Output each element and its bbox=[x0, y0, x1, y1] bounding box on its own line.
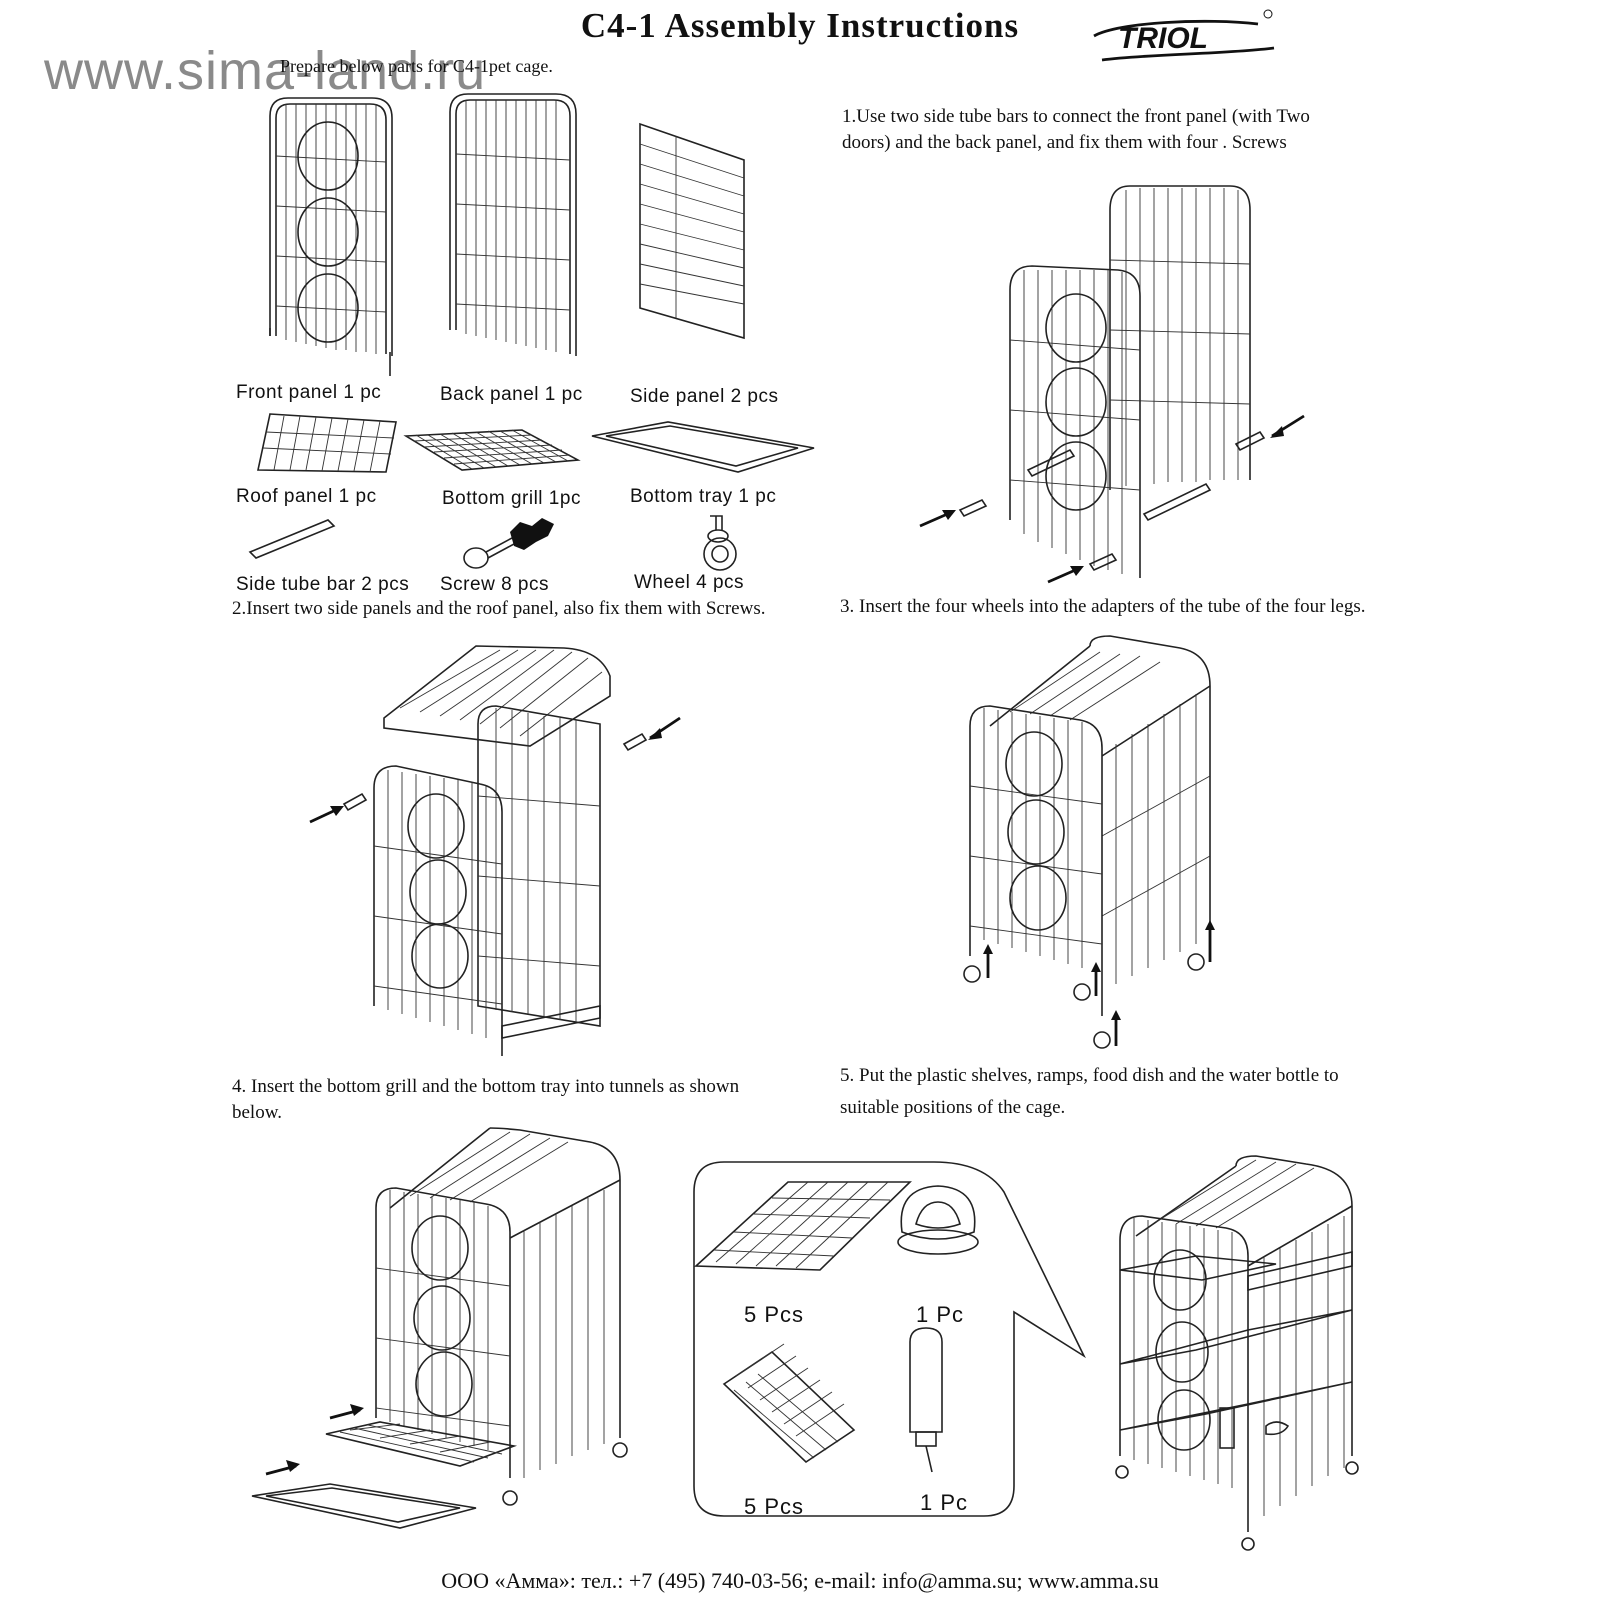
part-label-bottom-tray: Bottom tray 1 pc bbox=[630, 486, 777, 507]
screw-drawing bbox=[463, 518, 554, 569]
part-label-bottom-grill: Bottom grill 1pc bbox=[442, 488, 581, 509]
part-label-front-panel: Front panel 1 pc bbox=[236, 382, 382, 403]
step-1-drawing bbox=[919, 185, 1305, 584]
roof-panel-drawing bbox=[257, 413, 397, 473]
prepare-parts-text: Prepare below parts for C4-1pet cage. bbox=[280, 56, 553, 76]
step-2-text: 2.Insert two side panels and the roof pa… bbox=[232, 598, 766, 619]
part-label-wheel: Wheel 4 pcs bbox=[634, 572, 745, 593]
triol-logo: TRIOL bbox=[1088, 8, 1278, 64]
part-label-back-panel: Back panel 1 pc bbox=[440, 384, 583, 405]
logo-text: TRIOL bbox=[1118, 22, 1208, 55]
step-2-drawing bbox=[309, 645, 681, 1056]
step-3-text: 3. Insert the four wheels into the adapt… bbox=[840, 596, 1366, 617]
step-5-text: 5. Put the plastic shelves, ramps, food … bbox=[840, 1065, 1339, 1118]
watermark: www.sima-land.ru bbox=[44, 41, 487, 101]
front-panel-drawing bbox=[269, 97, 393, 376]
back-panel-drawing bbox=[449, 93, 577, 356]
step-4-drawing bbox=[251, 1127, 628, 1529]
accessory-qty-ramps: 5 Pcs bbox=[744, 1494, 805, 1519]
part-label-side-tube-bar: Side tube bar 2 pcs bbox=[236, 574, 410, 595]
bottom-grill-drawing bbox=[403, 429, 581, 471]
part-label-side-panel: Side panel 2 pcs bbox=[630, 386, 779, 407]
part-label-roof-panel: Roof panel 1 pc bbox=[236, 486, 377, 507]
bottom-tray-drawing bbox=[591, 421, 815, 473]
document-title: C4-1 Assembly Instructions bbox=[580, 6, 1020, 45]
step-1-text: 1.Use two side tube bars to connect the … bbox=[842, 106, 1310, 153]
accessory-qty-food-dish: 1 Pc bbox=[916, 1302, 965, 1327]
contact-footer: ООО «Амма»: тел.: +7 (495) 740-03-56; e-… bbox=[441, 1568, 1159, 1593]
step-3-drawing bbox=[963, 635, 1215, 1049]
side-tube-bar-drawing bbox=[248, 519, 336, 559]
triol-logo-graphic: TRIOL bbox=[1093, 9, 1275, 62]
wheel-drawing bbox=[703, 515, 737, 571]
accessory-qty-shelves: 5 Pcs bbox=[744, 1302, 805, 1327]
accessories-callout bbox=[693, 1161, 1086, 1517]
step-5-cage-drawing bbox=[1115, 1155, 1359, 1551]
part-label-screw: Screw 8 pcs bbox=[440, 574, 549, 595]
side-panel-drawing bbox=[639, 122, 745, 340]
accessory-qty-water-bottle: 1 Pc bbox=[920, 1490, 969, 1515]
step-4-text: 4. Insert the bottom grill and the botto… bbox=[232, 1076, 740, 1123]
